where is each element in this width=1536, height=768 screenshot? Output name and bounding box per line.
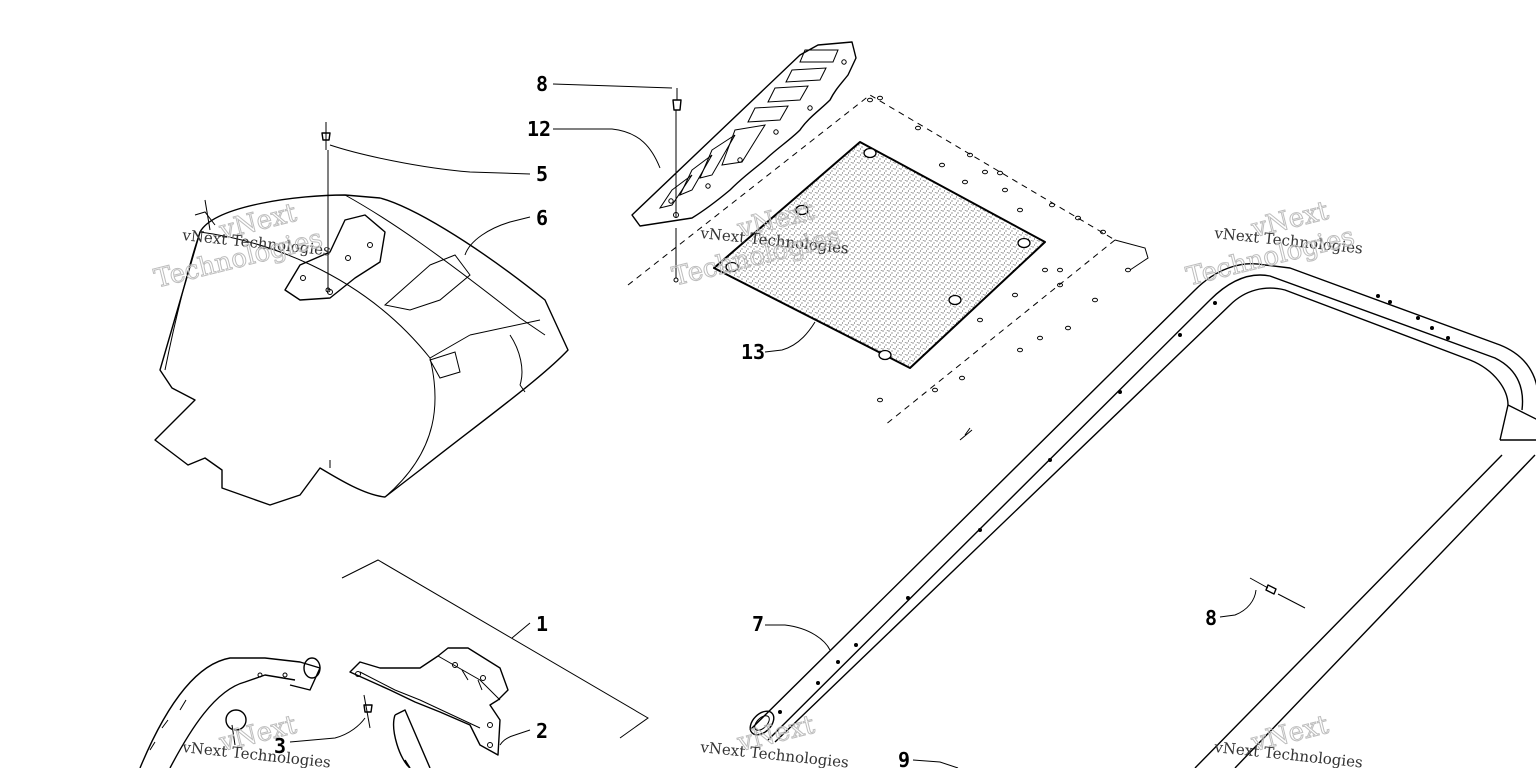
callout-12: 12 [527, 117, 551, 141]
callout-6: 6 [536, 206, 548, 230]
part-8-fastener-lower [1249, 577, 1306, 609]
callout-1: 1 [536, 612, 548, 636]
leader-lines [231, 83, 1257, 768]
part-8-fastener-upper [672, 88, 682, 283]
callout-3: 3 [274, 734, 286, 758]
part-2-bracket [349, 647, 509, 756]
callout-8-upper: 8 [536, 72, 548, 96]
tunnel-outline [627, 94, 1149, 441]
watermark-5: vNext vNext Technologies [699, 709, 850, 768]
part-7-rail [749, 263, 1536, 768]
watermark-6: vNext vNext Technologies [1213, 709, 1364, 768]
callout-2: 2 [536, 719, 548, 743]
part-6-bag [154, 194, 569, 506]
watermark-4: vNext vNext Technologies [181, 709, 332, 768]
callout-13: 13 [741, 340, 765, 364]
callout-8-lower: 8 [1205, 606, 1217, 630]
callout-9: 9 [898, 748, 910, 768]
part-13-pad [713, 141, 1046, 369]
part-12-bracket [631, 41, 857, 227]
part-1-assembly-box [341, 559, 649, 739]
watermark-3: vNext vNext Technologies Technologies [1183, 195, 1364, 293]
callout-7: 7 [752, 612, 764, 636]
part-3-handle [139, 657, 431, 768]
watermark-1: vNext vNext Technologies Technologies [151, 197, 332, 295]
part-5-fastener [321, 122, 331, 293]
callout-5: 5 [536, 162, 548, 186]
